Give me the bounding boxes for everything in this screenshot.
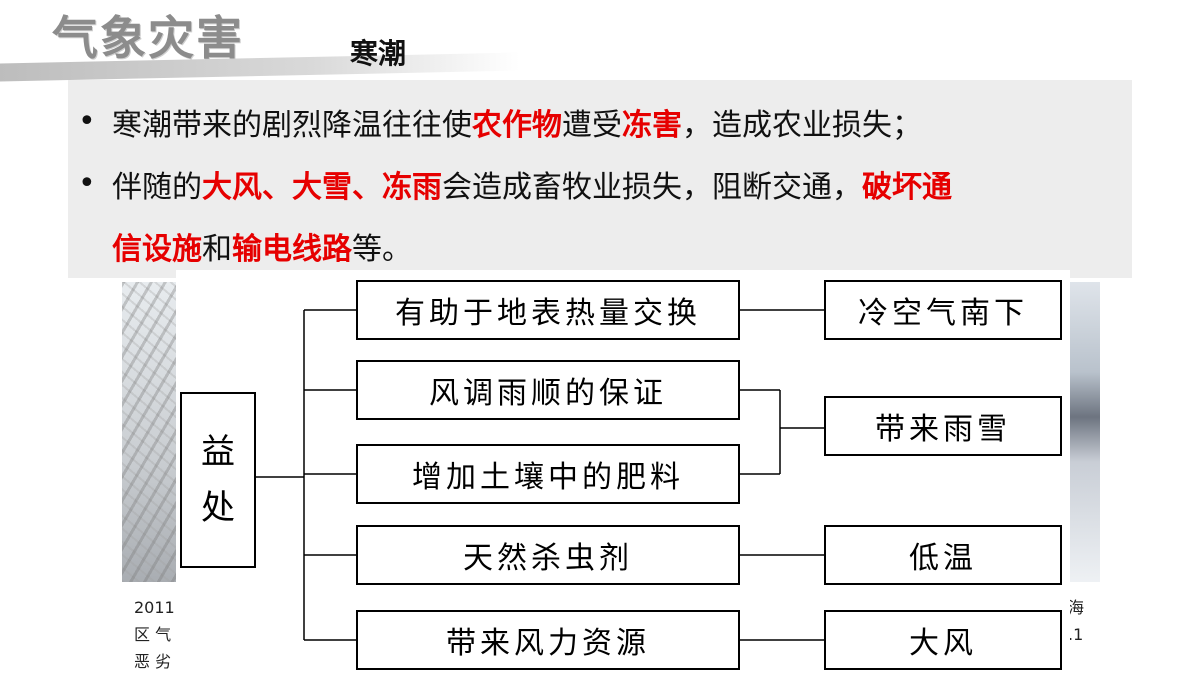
- bullet-dot-2: •: [78, 166, 96, 201]
- bullet-2-text-a: 伴随的: [112, 170, 202, 205]
- diagram-connectors: [256, 309, 824, 641]
- bullet-dot-1: •: [78, 104, 96, 139]
- root-box-benefits: 益 处: [180, 392, 256, 568]
- bullet-2-text-d: 等。: [352, 232, 412, 267]
- bullet-2-highlight-weather: 大风、大雪、冻雨: [202, 170, 442, 205]
- page-subtitle: 寒潮: [350, 37, 407, 70]
- bullet-1-highlight-crops: 农作物: [472, 108, 562, 143]
- bullet-1-text-b: 遭受: [562, 108, 622, 143]
- bullet-1-highlight-frost: 冻害: [622, 108, 682, 143]
- cause-box-cold-air: 冷空气南下: [824, 280, 1062, 340]
- bullet-2-highlight-comm-a: 破坏通: [862, 170, 952, 205]
- root-label-char-1: 益: [201, 432, 235, 472]
- root-label-char-2: 处: [201, 488, 235, 528]
- text-panel: [68, 80, 1132, 278]
- cause-box-strong-wind: 大风: [824, 610, 1062, 670]
- bullet-2-highlight-comm-b: 信设施: [112, 232, 202, 267]
- photo-caption-right: 海 .1: [1068, 594, 1100, 648]
- caption-right-line-2: .1: [1068, 625, 1084, 644]
- bullet-2-highlight-powerline: 输电线路: [232, 232, 352, 267]
- bullet-2-line-1: 伴随的大风、大雪、冻雨会造成畜牧业损失，阻断交通，破坏通: [112, 162, 952, 206]
- benefits-diagram: 益 处 有助于地表热量交换 风调雨顺的保证 增加土壤中的肥料 天然杀虫剂 带来风…: [176, 270, 1070, 675]
- benefit-box-soil-fertilizer: 增加土壤中的肥料: [356, 444, 740, 504]
- caption-left-line-1: 2011: [134, 598, 175, 617]
- page-title: 气象灾害: [52, 11, 244, 65]
- photo-frozen-coast: [1068, 282, 1100, 582]
- cause-box-rain-snow: 带来雨雪: [824, 396, 1062, 456]
- bullet-1-text-a: 寒潮带来的剧烈降温往往使: [112, 108, 472, 143]
- benefit-box-good-weather: 风调雨顺的保证: [356, 360, 740, 420]
- photo-caption-left: 2011 区 气 恶 劣: [134, 594, 178, 675]
- benefit-box-natural-pesticide: 天然杀虫剂: [356, 525, 740, 585]
- caption-right-line-1: 海: [1068, 598, 1085, 617]
- benefit-box-heat-exchange: 有助于地表热量交换: [356, 280, 740, 340]
- bullet-1-text-c: ，造成农业损失；: [682, 108, 922, 143]
- bullet-2-line-2: 信设施和输电线路等。: [112, 224, 412, 268]
- benefit-box-wind-resources: 带来风力资源: [356, 610, 740, 670]
- bullet-2-text-b: 会造成畜牧业损失，阻断交通，: [442, 170, 862, 205]
- caption-left-line-3: 恶 劣: [134, 652, 172, 671]
- photo-frozen-powerlines: [122, 282, 176, 582]
- bullet-2-text-c: 和: [202, 232, 232, 267]
- bullet-1: 寒潮带来的剧烈降温往往使农作物遭受冻害，造成农业损失；: [112, 100, 922, 144]
- caption-left-line-2: 区 气: [134, 625, 172, 644]
- cause-box-low-temperature: 低温: [824, 525, 1062, 585]
